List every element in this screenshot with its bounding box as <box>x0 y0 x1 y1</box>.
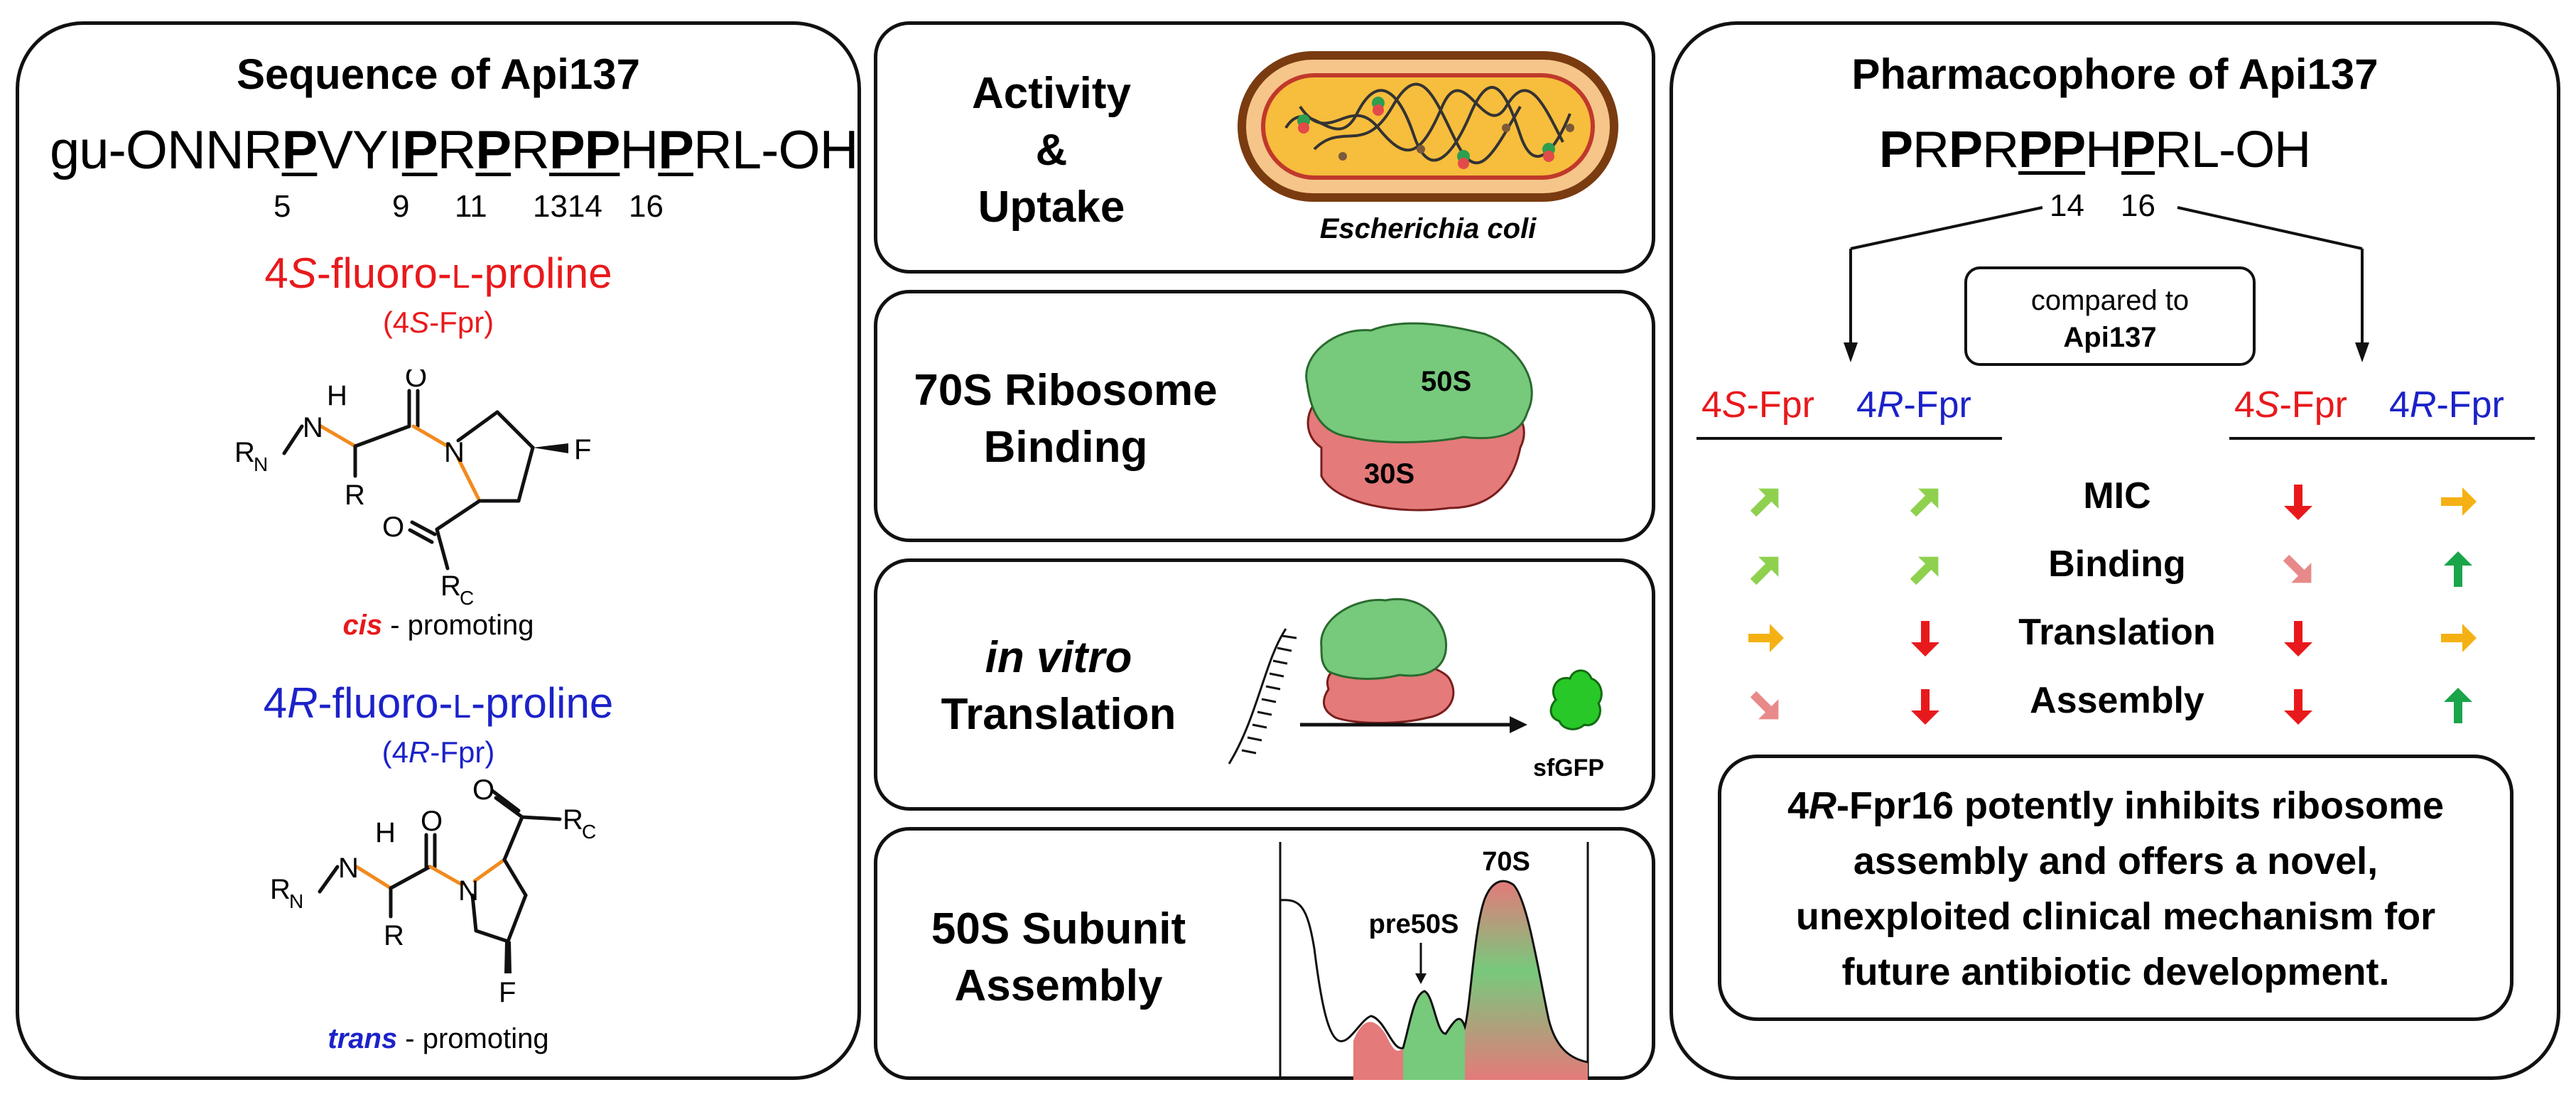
4s-fpr-structure: H N R N R O N F O R C <box>234 369 591 609</box>
50s-label: 50S <box>1421 366 1471 397</box>
e-coli-caption: Escherichia coli <box>1319 213 1537 244</box>
row-label-binding: Binding <box>2048 544 2186 585</box>
sucrose-gradient-profile: pre50S 70S <box>1279 842 1589 1080</box>
pharm-position-16: 16 <box>2121 188 2155 223</box>
compared-to-box: compared to Api137 <box>1964 266 2256 366</box>
svg-text:H: H <box>375 817 396 848</box>
column-header-4: 4R-Fpr <box>2389 384 2504 426</box>
4r-fpr-abbrev: (4R-Fpr) <box>381 735 495 769</box>
sequence-panel <box>16 21 861 1080</box>
up-right-lightgreen-arrow-icon <box>1750 556 1779 585</box>
up-right-lightgreen-arrow-icon <box>1750 488 1779 517</box>
svg-text:R: R <box>270 874 291 905</box>
right-orange-arrow-icon <box>2441 624 2477 652</box>
down-red-arrow-icon <box>1911 689 1939 725</box>
4r-fpr-title: 4R-fluoro-L-proline <box>263 679 614 727</box>
up-right-lightgreen-arrow-icon <box>1910 556 1939 585</box>
down-right-pink-arrow-icon <box>2283 554 2312 583</box>
up-green-arrow-icon <box>2444 551 2472 587</box>
70s-peak-label: 70S <box>1482 847 1530 877</box>
left-header-rule <box>1696 437 2002 440</box>
svg-text:F: F <box>574 434 591 465</box>
row-label-assembly: Assembly <box>2030 680 2204 721</box>
pharmacophore-title: Pharmacophore of Api137 <box>1851 50 2379 98</box>
svg-text:R: R <box>345 480 365 511</box>
row-label-translation: Translation <box>2018 612 2216 653</box>
4s-fpr-title: 4S-fluoro-L-proline <box>264 249 612 297</box>
position-9: 9 <box>392 189 410 224</box>
position-16: 16 <box>629 189 664 224</box>
svg-text:N: N <box>338 853 359 884</box>
svg-text:N: N <box>289 890 303 912</box>
svg-text:O: O <box>405 369 427 393</box>
activity-label: Activity & Uptake <box>972 69 1131 232</box>
n-label: N <box>303 412 323 443</box>
ribosome-70s-illustration: 50S 30S <box>1305 322 1533 512</box>
e-coli-cell <box>1238 51 1618 202</box>
trans-promoting-label: trans - promoting <box>328 1023 549 1054</box>
svg-text:R: R <box>384 920 404 951</box>
up-right-lightgreen-arrow-icon <box>1910 488 1939 517</box>
position-5: 5 <box>274 189 291 224</box>
svg-text:F: F <box>499 977 516 1008</box>
svg-text:N: N <box>254 453 268 475</box>
column-header-1: 4S-Fpr <box>1701 384 1814 426</box>
sfgfp-label: sfGFP <box>1533 755 1604 782</box>
30s-label: 30S <box>1364 458 1414 490</box>
svg-text:C: C <box>460 587 474 609</box>
svg-text:C: C <box>582 821 596 843</box>
svg-text:R: R <box>440 571 461 602</box>
binding-label: 70S Ribosome Binding <box>914 366 1218 472</box>
cis-promoting-label: cis - promoting <box>342 610 534 641</box>
translation-box <box>874 558 1655 811</box>
column-header-3: 4S-Fpr <box>2234 384 2347 426</box>
assembly-label: 50S Subunit Assembly <box>931 904 1186 1010</box>
4r-fpr-structure: H N R N R O N O R C F <box>270 778 596 1008</box>
pharmacophore-panel <box>1669 21 2560 1080</box>
svg-text:R: R <box>234 437 255 468</box>
svg-text:O: O <box>472 778 494 806</box>
4s-fpr-abbrev: (4S-Fpr) <box>382 306 494 339</box>
pharm-position-14: 14 <box>2050 188 2084 223</box>
down-red-arrow-icon <box>2284 689 2312 725</box>
sequence-title: Sequence of Api137 <box>237 50 640 98</box>
right-orange-arrow-icon <box>1748 624 1784 652</box>
pharmacophore-branch-arrows <box>1844 206 2369 362</box>
down-red-arrow-icon <box>2284 621 2312 656</box>
conclusion-box: 4R-Fpr16 potently inhibits ribosome asse… <box>1718 755 2513 1021</box>
column-header-2: 4R-Fpr <box>1856 384 1971 426</box>
svg-text:O: O <box>382 512 404 543</box>
right-header-rule <box>2229 437 2535 440</box>
pre50s-label: pre50S <box>1369 909 1459 939</box>
right-orange-arrow-icon <box>2441 487 2477 516</box>
translation-illustration: sfGFP <box>1228 598 1604 782</box>
translation-label: in vitro Translation <box>941 633 1176 739</box>
down-red-arrow-icon <box>2284 485 2312 520</box>
h-label: H <box>327 380 347 411</box>
position-11: 11 <box>455 189 487 224</box>
svg-text:R: R <box>563 804 583 836</box>
up-green-arrow-icon <box>2444 688 2472 723</box>
svg-text:N: N <box>458 875 479 907</box>
row-label-mic: MIC <box>2083 475 2151 517</box>
svg-text:N: N <box>444 437 465 468</box>
position-13-14: 1314 <box>533 189 602 224</box>
api137-sequence: gu-ONNRPVYIPRPRPPHPRL-OH <box>50 120 858 180</box>
down-red-arrow-icon <box>1911 621 1939 656</box>
svg-text:O: O <box>421 806 443 837</box>
pharmacophore-sequence: PRPRPPHPRL-OH <box>1879 121 2311 178</box>
down-right-pink-arrow-icon <box>1750 691 1779 720</box>
